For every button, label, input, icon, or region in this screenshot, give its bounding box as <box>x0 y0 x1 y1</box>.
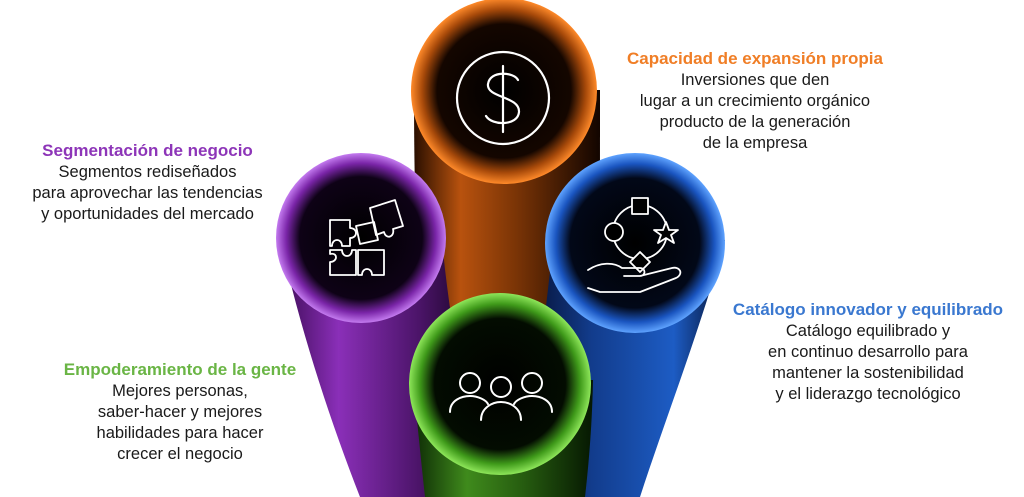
label-empoderamiento-line-2: saber-hacer y mejores <box>97 403 263 421</box>
label-capacidad: Capacidad de expansión propia Inversione… <box>600 48 910 154</box>
label-segmentacion-line-2: para aprovechar las tendencias <box>32 184 263 202</box>
label-empoderamiento-line-4: crecer el negocio <box>117 445 243 463</box>
people-icon <box>449 372 553 421</box>
label-capacidad-title: Capacidad de expansión propia <box>626 49 883 68</box>
label-capacidad-line-1: Inversiones que den <box>680 71 830 89</box>
label-catalogo: Catálogo innovador y equilibrado Catálog… <box>712 299 1024 405</box>
puzzle-icon <box>329 199 404 276</box>
label-segmentacion-line-1: Segmentos rediseñados <box>58 163 237 181</box>
pillar-empoderamiento <box>409 293 593 497</box>
label-segmentacion-line-3: y oportunidades del mercado <box>41 205 254 223</box>
label-catalogo-line-3: mantener la sostenibilidad <box>772 364 964 382</box>
label-catalogo-line-2: en continuo desarrollo para <box>768 343 968 361</box>
hand-shapes-icon <box>587 197 682 293</box>
pillar-segmentacion-cap <box>276 153 446 323</box>
label-empoderamiento-title: Empoderamiento de la gente <box>63 360 297 379</box>
dollar-icon <box>455 50 551 146</box>
label-catalogo-line-4: y el liderazgo tecnológico <box>775 385 961 403</box>
pillar-empoderamiento-cap <box>409 293 591 475</box>
pillar-catalogo-cap <box>545 153 725 333</box>
label-segmentacion-title: Segmentación de negocio <box>42 141 253 160</box>
label-empoderamiento-line-1: Mejores personas, <box>112 382 248 400</box>
label-empoderamiento: Empoderamiento de la gente Mejores perso… <box>40 359 320 465</box>
label-catalogo-line-1: Catálogo equilibrado y <box>785 322 951 340</box>
label-capacidad-line-4: de la empresa <box>702 134 808 152</box>
label-capacidad-line-2: lugar a un crecimiento orgánico <box>639 92 871 110</box>
label-catalogo-title: Catálogo innovador y equilibrado <box>732 300 1004 319</box>
label-capacidad-line-3: producto de la generación <box>659 113 851 131</box>
label-empoderamiento-line-3: habilidades para hacer <box>96 424 264 442</box>
label-segmentacion: Segmentación de negocio Segmentos redise… <box>10 140 285 225</box>
